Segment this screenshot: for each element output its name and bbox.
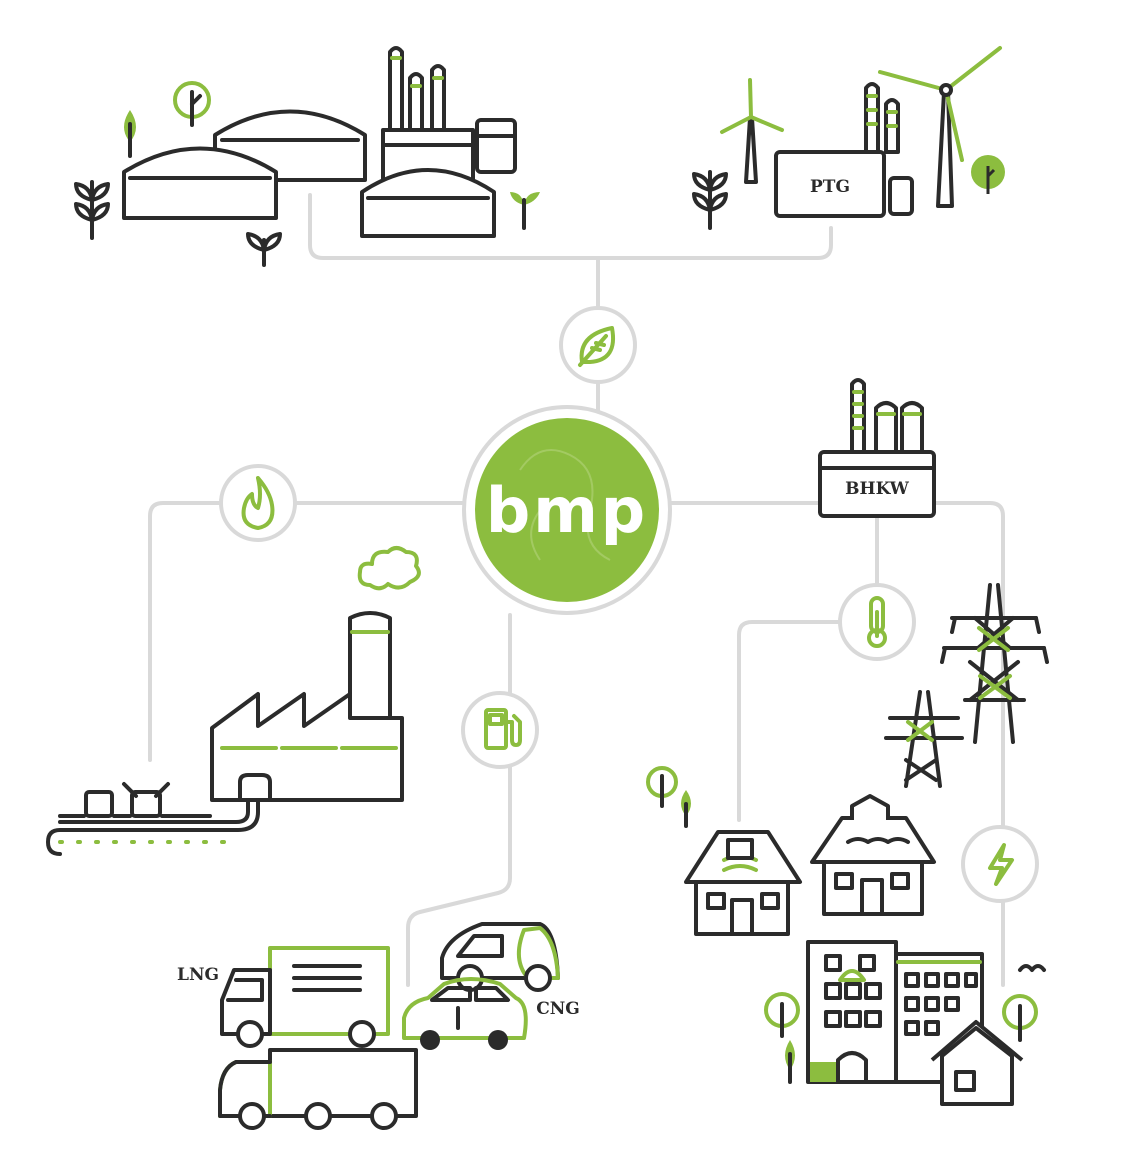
- house-left: [684, 830, 802, 936]
- fuel-pump-icon: [484, 708, 522, 750]
- hub-leaf: [559, 306, 637, 384]
- plant-icon: [246, 232, 282, 267]
- city-blocks: [764, 940, 1046, 1106]
- conveyor-belt: [46, 782, 260, 856]
- power-pylon-small: [884, 690, 964, 788]
- bmp-logo-circle: [475, 418, 659, 602]
- bhkw-plant: BHKW: [818, 378, 936, 518]
- small-house: [930, 1020, 1024, 1106]
- house-right: [810, 794, 936, 916]
- wind-turbine-icon: [878, 46, 1002, 208]
- chimneys: [388, 46, 446, 147]
- logo-text: bmp: [486, 474, 648, 547]
- lightning-icon: [988, 843, 1014, 886]
- plant-icon: [74, 180, 110, 240]
- tree-icon: [646, 766, 678, 808]
- hub-flame: [219, 464, 297, 542]
- leaf-icon: [578, 326, 615, 367]
- bmp-logo: bmp: [462, 405, 672, 615]
- flame-icon: [241, 476, 275, 530]
- lng-label: LNG: [177, 965, 219, 985]
- cng-label: CNG: [536, 999, 580, 1019]
- plant-icon: [692, 170, 728, 230]
- tree-icon: [1002, 994, 1038, 1042]
- lng-truck: LNG: [177, 946, 390, 1048]
- ptg-unit: [774, 150, 886, 218]
- bhkw-label: BHKW: [845, 479, 910, 499]
- tree-icon: [173, 81, 211, 127]
- hub-lightning: [961, 825, 1039, 903]
- power-pylon-large: [940, 583, 1049, 744]
- tree-icon: [785, 1040, 795, 1084]
- tree-icon: [681, 790, 691, 828]
- connector-lines: [148, 193, 1005, 987]
- power-to-gas-plant: PTG: [692, 46, 1005, 230]
- ptg-label: PTG: [810, 177, 850, 197]
- smoke-cloud-icon: [357, 546, 421, 591]
- wind-turbine-icon: [720, 78, 784, 184]
- tree-icon: [971, 155, 1005, 194]
- thermometer-icon: [867, 596, 887, 648]
- plant-icon: [510, 192, 540, 230]
- biogas-plant: [74, 46, 540, 267]
- factory: [46, 546, 421, 856]
- box-truck: [218, 1048, 418, 1130]
- hub-thermometer: [838, 583, 916, 661]
- tree-icon: [124, 110, 136, 158]
- cng-car: CNG: [402, 977, 580, 1050]
- hub-fuel-pump: [461, 691, 539, 769]
- bird-icon: [1018, 964, 1046, 972]
- tree-icon: [764, 992, 800, 1038]
